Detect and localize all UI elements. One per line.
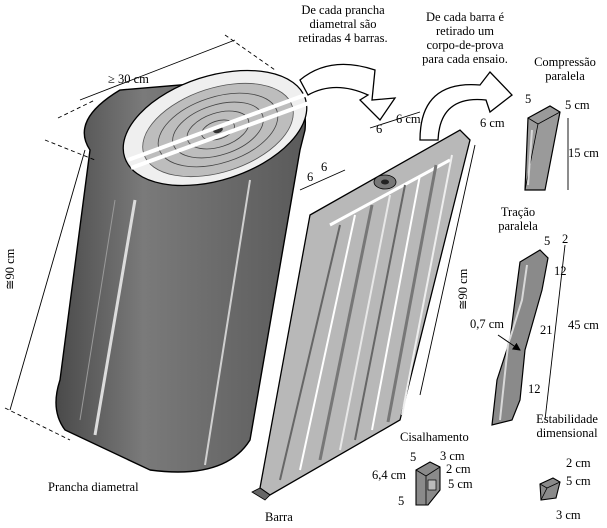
shear-specimen bbox=[415, 461, 441, 506]
plank-illustration bbox=[251, 129, 471, 501]
estabilidade-dim-0: 2 cm bbox=[566, 456, 591, 470]
prancha-note: De cada prancha diametral são retiradas … bbox=[298, 3, 388, 45]
cut-width-b: 6 bbox=[321, 160, 328, 174]
tracao-dim-2: 12 bbox=[554, 264, 567, 278]
cut-width-plank: 6 cm bbox=[480, 116, 505, 130]
cut-width-a: 6 bbox=[307, 170, 314, 184]
plank-dimension-line bbox=[419, 144, 476, 396]
cisalhamento-dim-4: 5 cm bbox=[448, 477, 473, 491]
compressao-dim-1: 5 cm bbox=[565, 98, 590, 112]
cisalhamento-title: Cisalhamento bbox=[400, 430, 469, 444]
compressao-dim-0: 5 bbox=[525, 92, 532, 106]
cut-width-c: 6 bbox=[376, 122, 383, 136]
cut-width-d: 6 cm bbox=[396, 112, 421, 126]
log-dimension-lines bbox=[4, 34, 276, 441]
barra-note: De cada barra é retirado um corpo-de-pro… bbox=[422, 10, 508, 66]
cut-width-ticks bbox=[299, 111, 421, 191]
compressao-dim-2: 15 cm bbox=[568, 146, 599, 160]
log-illustration bbox=[55, 69, 310, 473]
cisalhamento-dim-5: 5 bbox=[398, 494, 405, 508]
tension-specimen bbox=[491, 244, 566, 426]
plank-length-label: ≅90 cm bbox=[456, 268, 470, 310]
compressao-title: Compressão paralela bbox=[534, 55, 596, 83]
log-length-label: ≅90 cm bbox=[3, 248, 17, 290]
flow-arrows bbox=[299, 63, 513, 141]
cisalhamento-dim-2: 2 cm bbox=[446, 462, 471, 476]
plank-label: Prancha diametral bbox=[48, 480, 139, 494]
stability-specimen bbox=[539, 477, 561, 501]
compression-specimen bbox=[524, 105, 569, 191]
cisalhamento-dim-1: 3 cm bbox=[440, 449, 465, 463]
tracao-dim-0: 5 bbox=[544, 234, 551, 248]
tracao-dim-6: 0,7 cm bbox=[470, 317, 505, 331]
tracao-dim-4: 12 bbox=[528, 382, 541, 396]
bar-label: Barra bbox=[265, 510, 293, 524]
estabilidade-title: Estabilidade dimensional bbox=[536, 412, 598, 440]
cisalhamento-dim-3: 6,4 cm bbox=[372, 468, 407, 482]
estabilidade-dim-1: 5 cm bbox=[566, 474, 591, 488]
tracao-dim-5: 45 cm bbox=[568, 318, 599, 332]
estabilidade-dim-2: 3 cm bbox=[556, 508, 581, 522]
tracao-dim-1: 2 bbox=[562, 232, 569, 246]
tracao-title: Tração paralela bbox=[498, 205, 538, 233]
cisalhamento-dim-0: 5 bbox=[410, 450, 417, 464]
tracao-dim-3: 21 bbox=[540, 323, 553, 337]
diameter-label: ≥ 30 cm bbox=[108, 72, 149, 86]
